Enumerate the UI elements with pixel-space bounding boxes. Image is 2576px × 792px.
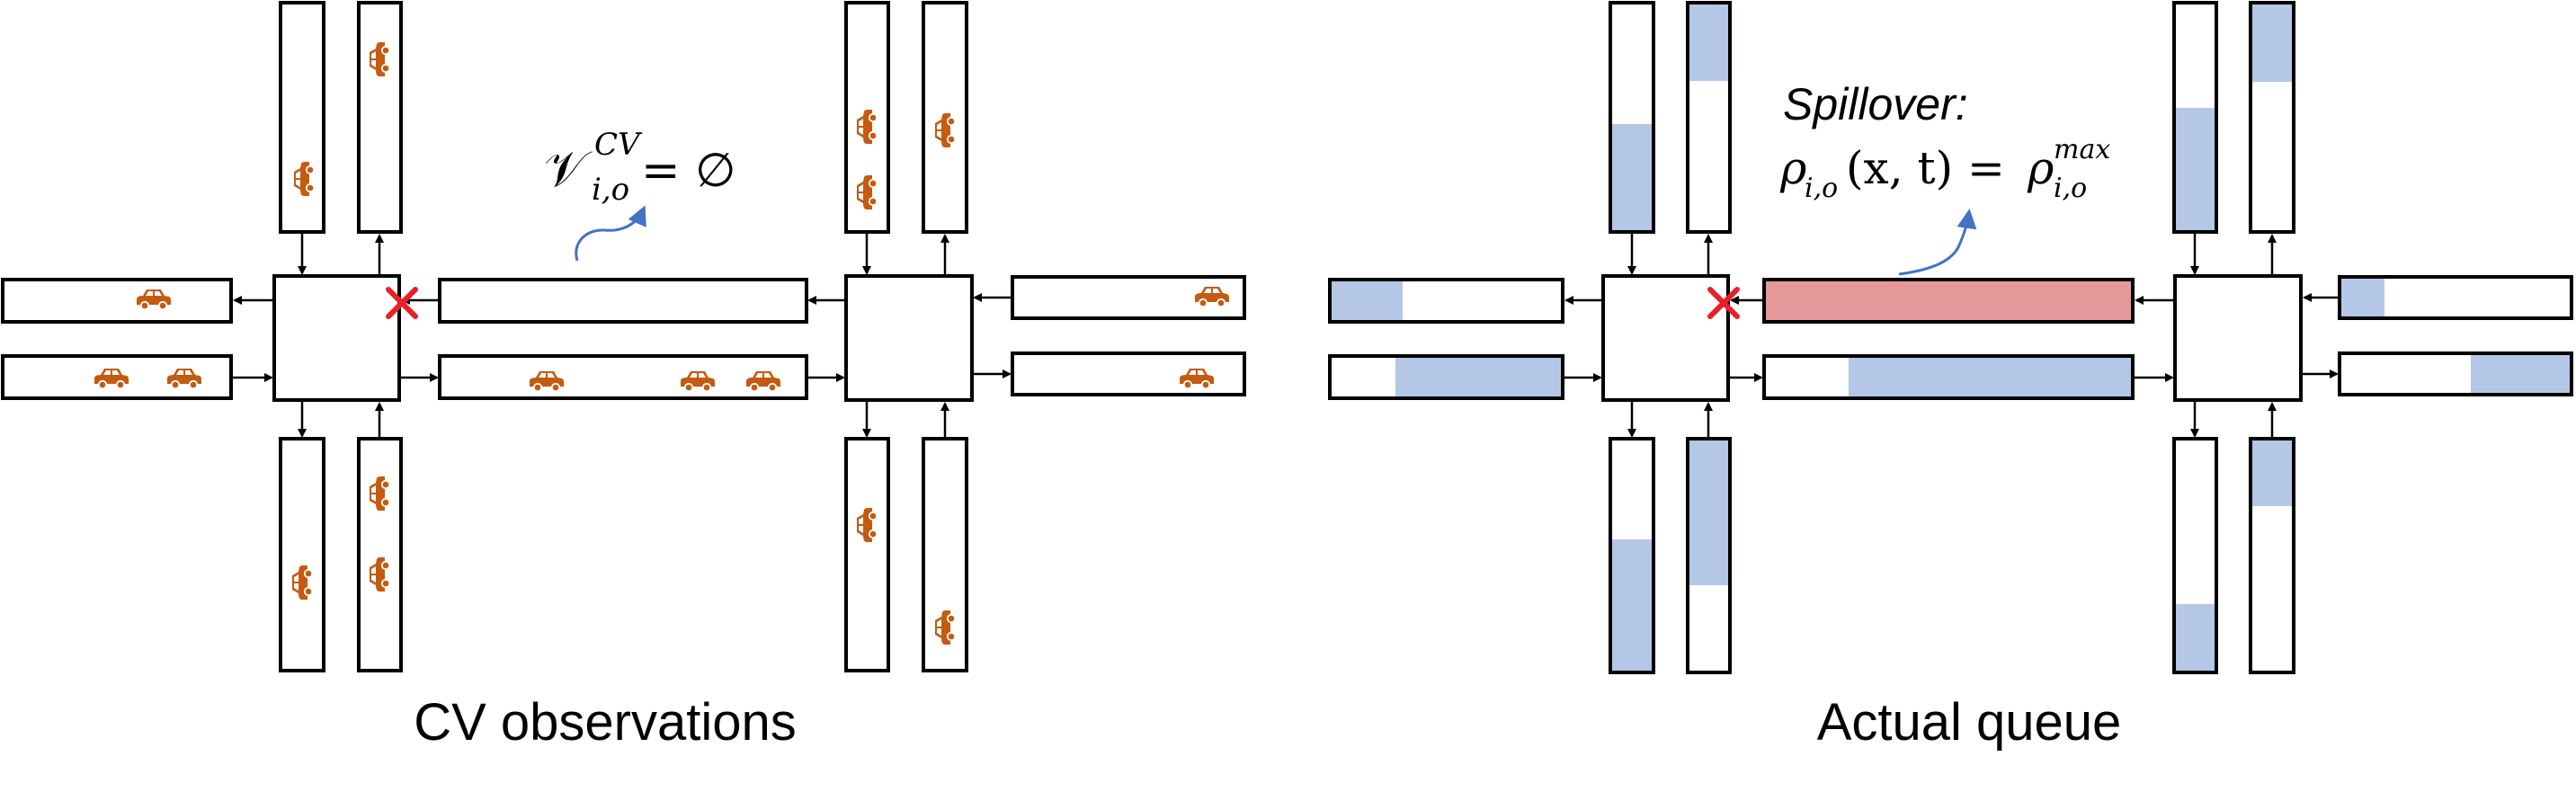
road-link <box>1 278 233 324</box>
x-mark-icon <box>386 287 418 319</box>
queue-fill <box>1689 440 1728 585</box>
queue-fill <box>1612 539 1652 671</box>
curved-arrow-icon <box>1898 209 1977 276</box>
right-panel: Spillover: ρ i,o (x, t) = ρ max i,o Actu… <box>1328 1 2573 752</box>
flow-arrows <box>1564 232 2340 439</box>
queue-fill <box>2471 355 2570 393</box>
queue-fill <box>1332 281 1403 321</box>
flow-arrows <box>232 232 1012 439</box>
x-mark-icon <box>1707 287 1740 319</box>
queue-fill <box>2341 279 2384 316</box>
road-link <box>438 278 808 324</box>
spillover-formula: Spillover: ρ i,o (x, t) = ρ max i,o <box>1779 79 2110 204</box>
formula-rhs: = ∅ <box>641 144 735 198</box>
intersection-node <box>1601 274 1730 402</box>
curved-arrow-icon <box>575 205 646 262</box>
queue-fill <box>1689 4 1728 81</box>
queue-fill <box>2252 4 2292 82</box>
formula-rho: ρ <box>1779 142 1807 194</box>
road-link <box>1011 352 1246 396</box>
spillover-label: Spillover: <box>1783 79 1968 129</box>
road-link <box>2172 437 2218 674</box>
road-link <box>357 437 403 672</box>
left-panel: 𝒱 CV i,o = ∅ CV observations <box>1 1 1246 752</box>
queue-fill <box>1849 358 2131 396</box>
road-link <box>357 1 403 234</box>
road-link <box>2249 1 2295 234</box>
road-link <box>1686 1 1732 234</box>
road-link <box>2338 352 2573 396</box>
formula-subscript: i,o <box>1805 173 1838 204</box>
road-link <box>844 437 890 672</box>
formula-superscript: max <box>2054 134 2110 165</box>
formula-main: 𝒱 <box>544 140 593 199</box>
road-link <box>438 354 808 400</box>
formula-subscript: i,o <box>592 172 629 208</box>
observation-formula: 𝒱 CV i,o = ∅ <box>544 127 735 208</box>
road-link <box>1328 354 1564 400</box>
road-link <box>279 1 325 234</box>
formula-rho-max: ρ <box>2027 142 2055 194</box>
spillover-link <box>1766 281 2131 321</box>
queue-fills <box>1332 4 2570 671</box>
road-link <box>1762 354 2135 400</box>
road-link <box>1609 437 1655 674</box>
formula-superscript: CV <box>594 127 643 163</box>
intersection-node <box>272 274 401 402</box>
intersection-node <box>2173 274 2303 402</box>
formula-subscript: i,o <box>2054 173 2087 204</box>
queue-fill <box>1395 358 1561 396</box>
queue-fill <box>1612 124 1652 232</box>
vehicles <box>94 42 1230 645</box>
panel-caption: CV observations <box>414 693 797 752</box>
intersection-node <box>844 274 974 402</box>
formula-args: (x, t) = <box>1846 142 2019 194</box>
road-link <box>279 437 325 672</box>
queue-fill <box>2176 108 2215 232</box>
road-link <box>1328 278 1564 324</box>
panel-caption: Actual queue <box>1817 693 2122 752</box>
queue-fill <box>2176 604 2215 671</box>
queue-fill <box>2252 440 2292 506</box>
